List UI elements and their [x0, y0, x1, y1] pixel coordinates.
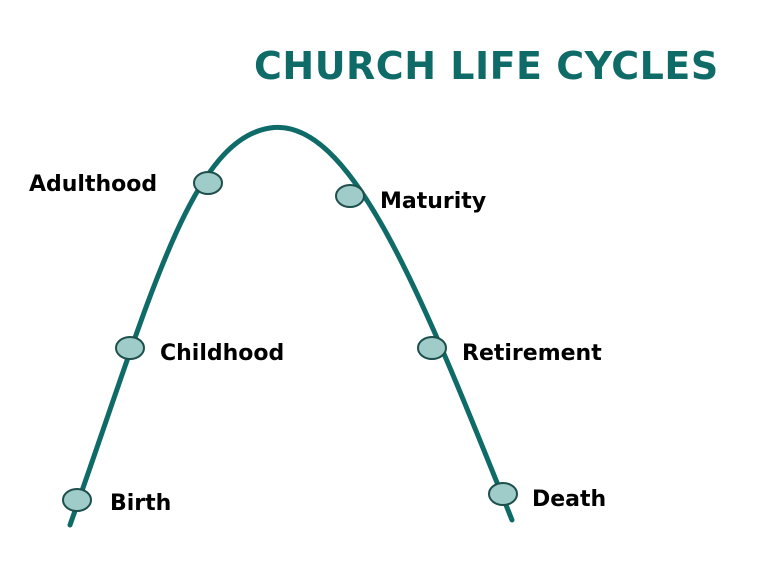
stage-label-adulthood: Adulthood [29, 172, 157, 197]
stage-label-death: Death [532, 487, 606, 512]
stage-label-birth: Birth [110, 491, 171, 516]
stage-marker-maturity [335, 184, 365, 208]
stage-marker-death [488, 482, 518, 506]
stage-marker-adulthood [193, 171, 223, 195]
stage-marker-childhood [115, 336, 145, 360]
page-title: CHURCH LIFE CYCLES [254, 44, 719, 88]
stage-label-childhood: Childhood [160, 341, 284, 366]
life-cycle-curve [67, 124, 515, 528]
stage-marker-retirement [417, 336, 447, 360]
stage-marker-birth [62, 488, 92, 512]
stage-label-maturity: Maturity [380, 189, 486, 214]
stage-label-retirement: Retirement [462, 341, 602, 366]
